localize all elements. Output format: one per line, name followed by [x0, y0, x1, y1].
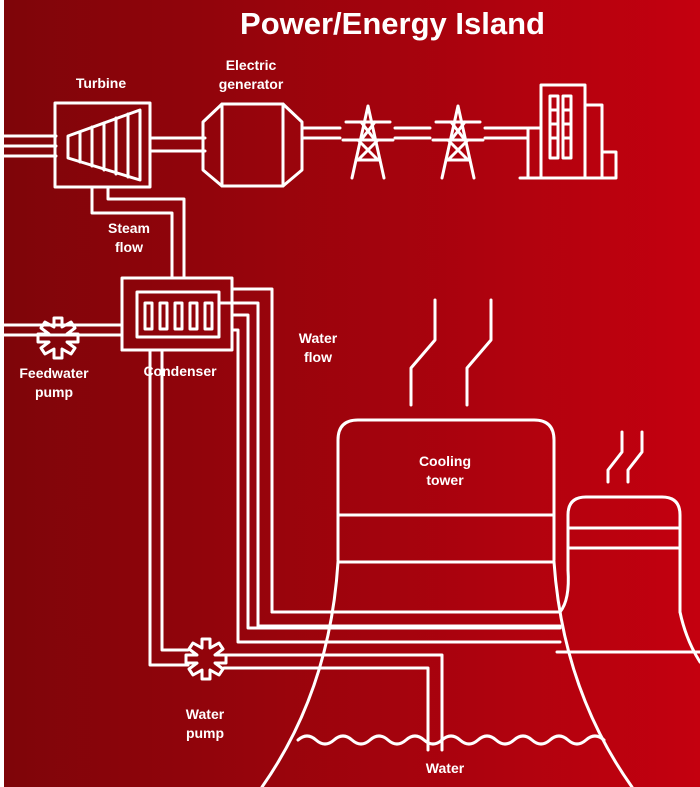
- transmission-tower-icon-2: [431, 104, 485, 180]
- cooling-tower-icon: [260, 418, 634, 787]
- diagram-title: Power/Energy Island: [240, 6, 545, 41]
- condenser-label: Condenser: [143, 363, 217, 379]
- left-border: [0, 0, 4, 787]
- power-line-connectors: [300, 126, 529, 140]
- water-label: Water: [425, 760, 465, 776]
- city-buildings-icon: [518, 83, 618, 180]
- transmission-tower-icon-1: [341, 104, 395, 180]
- feedwater-pump-icon: [36, 316, 80, 360]
- water-flow-pipes: [148, 348, 562, 752]
- electric-generator-icon: [201, 102, 304, 188]
- water-pump-icon: [184, 637, 228, 681]
- turbine-label: Turbine: [75, 75, 127, 91]
- cooling-tower-steam-icon: [409, 298, 493, 407]
- steam-flow-pipes: [90, 185, 186, 280]
- condenser-icon: [0, 276, 562, 644]
- second-cooling-tower-icon: [555, 430, 700, 664]
- turbine-icon: [0, 101, 207, 189]
